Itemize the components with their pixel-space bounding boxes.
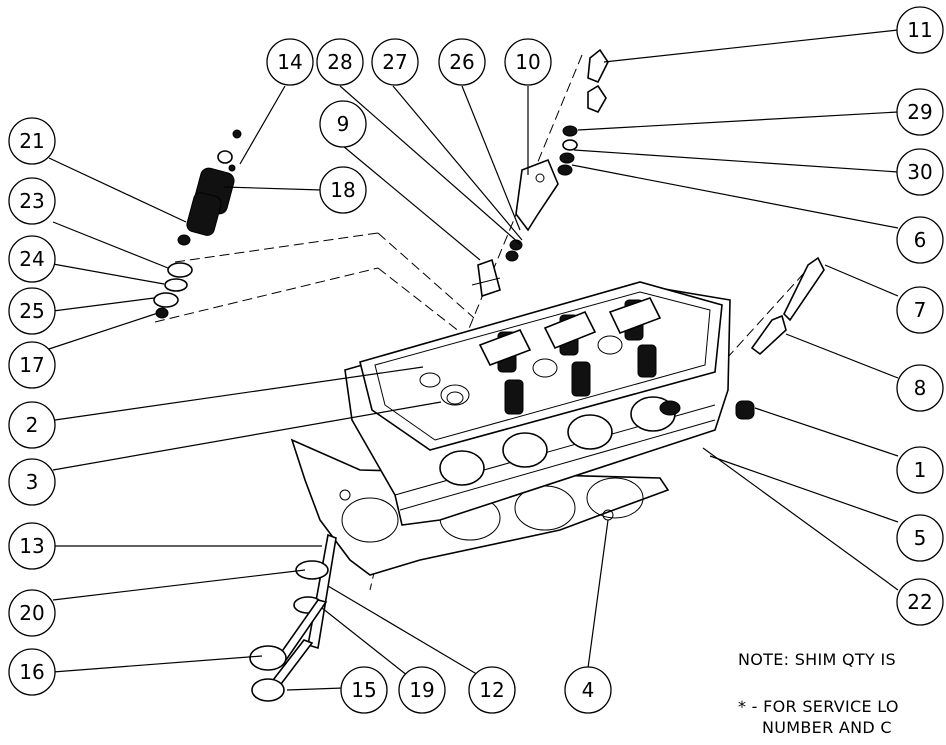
svg-text:27: 27 — [382, 50, 407, 74]
parts-valves — [249, 533, 337, 702]
svg-text:23: 23 — [19, 189, 44, 213]
svg-text:14: 14 — [277, 50, 302, 74]
callout-29: 29 — [896, 88, 944, 136]
callout-25: 25 — [8, 287, 56, 335]
svg-text:19: 19 — [409, 678, 434, 702]
svg-text:22: 22 — [907, 590, 932, 614]
svg-text:18: 18 — [330, 178, 355, 202]
callout-13: 13 — [8, 522, 56, 570]
svg-text:21: 21 — [19, 129, 44, 153]
callout-14: 14 — [266, 38, 314, 86]
callout-12: 12 — [468, 666, 516, 714]
callout-9: 9 — [319, 100, 367, 148]
rocker-stack-2 — [543, 310, 597, 397]
callout-23: 23 — [8, 177, 56, 225]
svg-text:28: 28 — [327, 50, 352, 74]
service-note-line-1: * - FOR SERVICE LO — [738, 697, 899, 716]
svg-text:30: 30 — [907, 160, 932, 184]
leader-lines — [48, 29, 899, 691]
svg-text:13: 13 — [19, 534, 44, 558]
svg-text:2: 2 — [26, 413, 39, 437]
svg-text:17: 17 — [19, 353, 44, 377]
callout-2: 2 — [8, 401, 56, 449]
parts-rocker-pedestal — [471, 158, 559, 298]
svg-text:7: 7 — [914, 298, 927, 322]
rocker-stack-1 — [478, 328, 532, 415]
cylinder-head — [344, 281, 731, 526]
svg-text:9: 9 — [337, 112, 350, 136]
svg-text:4: 4 — [582, 678, 595, 702]
callout-11: 11 — [896, 6, 944, 54]
callout-27: 27 — [371, 38, 419, 86]
svg-text:5: 5 — [914, 526, 927, 550]
svg-text:26: 26 — [449, 50, 474, 74]
callout-4: 4 — [564, 666, 612, 714]
callout-30: 30 — [896, 148, 944, 196]
rocker-stack-3 — [608, 297, 662, 378]
callout-6: 6 — [896, 216, 944, 264]
svg-text:6: 6 — [914, 228, 927, 252]
svg-text:20: 20 — [19, 601, 44, 625]
svg-text:12: 12 — [479, 678, 504, 702]
callout-10: 10 — [504, 38, 552, 86]
svg-text:24: 24 — [19, 247, 44, 271]
svg-text:10: 10 — [515, 50, 540, 74]
callout-17: 17 — [8, 341, 56, 389]
callout-20: 20 — [8, 589, 56, 637]
callout-16: 16 — [8, 648, 56, 696]
callout-1: 1 — [896, 446, 944, 494]
svg-text:1: 1 — [914, 458, 927, 482]
callout-22: 22 — [896, 578, 944, 626]
service-note-line-2: NUMBER AND C — [762, 718, 892, 737]
svg-text:15: 15 — [351, 678, 376, 702]
svg-text:8: 8 — [914, 376, 927, 400]
svg-text:3: 3 — [26, 470, 39, 494]
callout-15: 15 — [340, 666, 388, 714]
callout-3: 3 — [8, 458, 56, 506]
callout-28: 28 — [316, 38, 364, 86]
svg-text:11: 11 — [907, 18, 932, 42]
svg-text:29: 29 — [907, 100, 932, 124]
callout-26: 26 — [438, 38, 486, 86]
shim-quantity-note: NOTE: SHIM QTY IS — [738, 650, 896, 669]
parts-fitting-and-studs — [557, 48, 825, 420]
callout-5: 5 — [896, 514, 944, 562]
callout-21: 21 — [8, 117, 56, 165]
callout-19: 19 — [398, 666, 446, 714]
callout-8: 8 — [896, 364, 944, 412]
parts-valve-spring-stack — [153, 129, 242, 319]
svg-text:25: 25 — [19, 299, 44, 323]
callout-18: 18 — [319, 166, 367, 214]
svg-text:16: 16 — [19, 660, 44, 684]
callout-24: 24 — [8, 235, 56, 283]
callout-7: 7 — [896, 286, 944, 334]
